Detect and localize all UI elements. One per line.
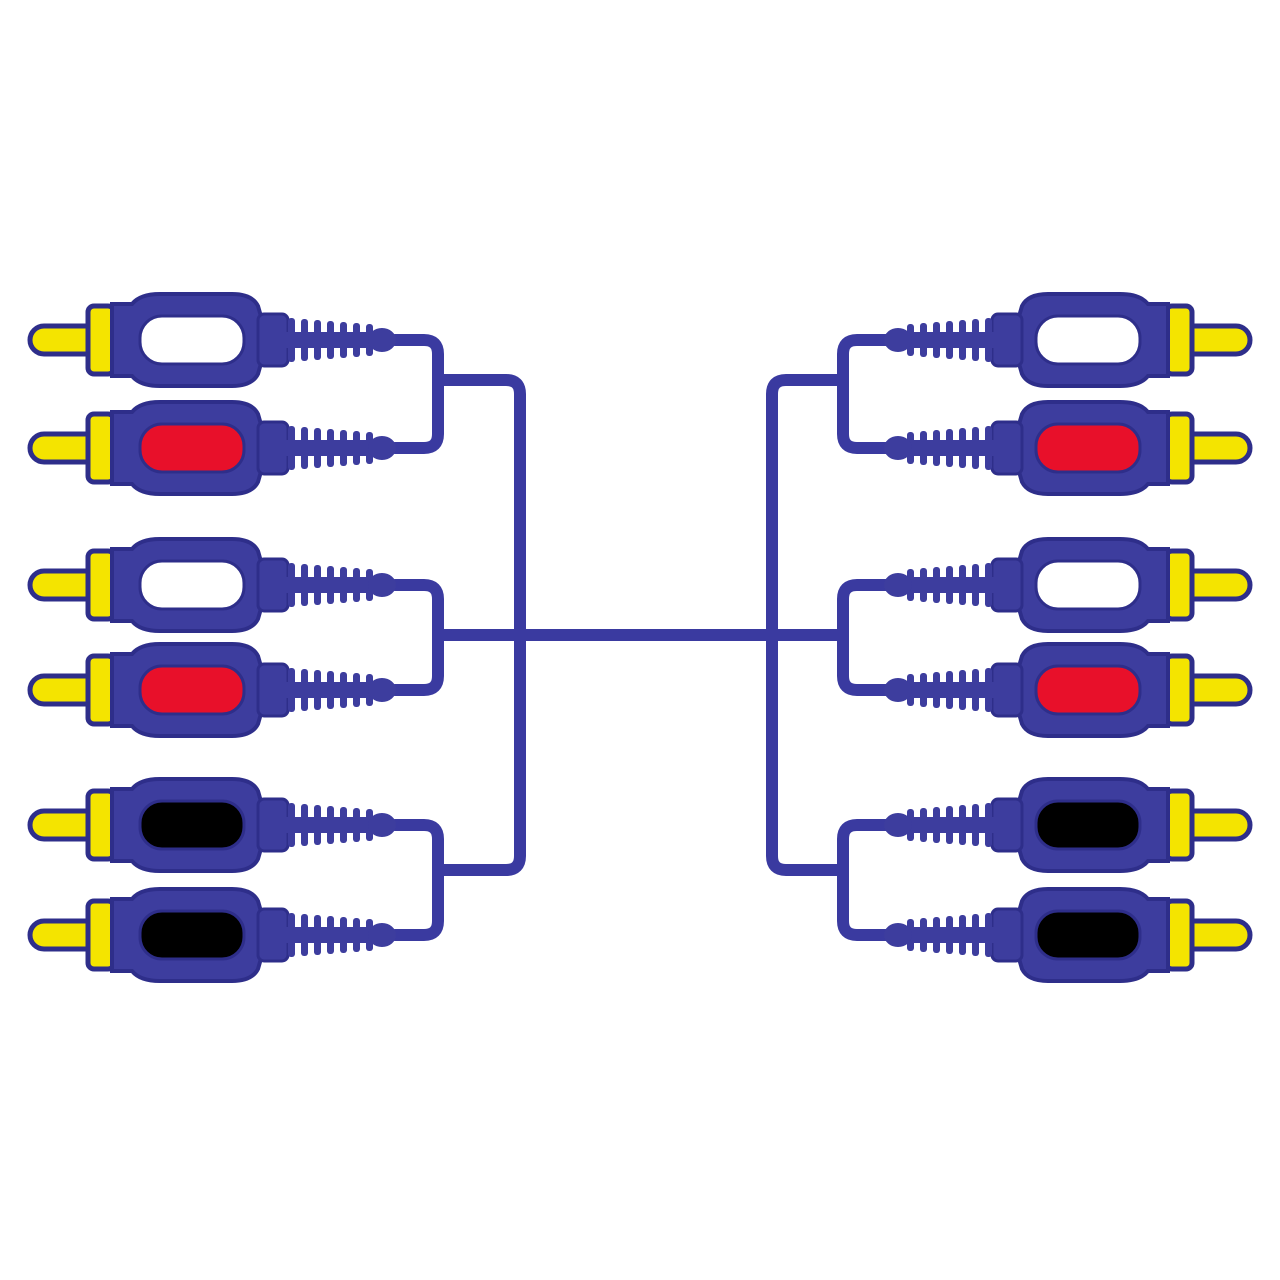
red-band-icon (1034, 422, 1142, 474)
strain-relief-base-icon (256, 907, 290, 963)
strain-relief-base-icon (256, 312, 290, 368)
strain-relief-core-icon (896, 577, 996, 593)
left-rca-plug (27, 777, 396, 873)
strain-relief-base-icon (990, 662, 1024, 718)
left-pair-cable (389, 334, 444, 454)
strain-relief-base-icon (990, 420, 1024, 476)
white-band-icon (1034, 559, 1142, 611)
strain-relief-tip-icon (368, 328, 396, 352)
strain-relief-core-icon (284, 332, 384, 348)
red-band-icon (138, 422, 246, 474)
strain-relief-core-icon (896, 682, 996, 698)
black-band-icon (138, 909, 246, 961)
white-band-icon (1034, 314, 1142, 366)
strain-relief-base-icon (990, 797, 1024, 853)
right-pair-cable (837, 579, 896, 696)
right-rca-plug (884, 292, 1253, 388)
left-rca-plug (27, 537, 396, 633)
strain-relief-tip-icon (884, 436, 912, 460)
strain-relief-tip-icon (368, 678, 396, 702)
strain-relief-tip-icon (368, 923, 396, 947)
strain-relief-tip-icon (368, 813, 396, 837)
black-band-icon (1034, 799, 1142, 851)
strain-relief-tip-icon (368, 436, 396, 460)
strain-relief-core-icon (896, 927, 996, 943)
white-band-icon (138, 559, 246, 611)
right-pair-cable (837, 819, 896, 941)
red-band-icon (138, 664, 246, 716)
black-band-icon (1034, 909, 1142, 961)
strain-relief-base-icon (256, 662, 290, 718)
right-rca-plug (884, 642, 1253, 738)
right-trunk-cable (766, 374, 849, 876)
left-rca-plug (27, 642, 396, 738)
left-rca-plug (27, 887, 396, 983)
strain-relief-core-icon (896, 817, 996, 833)
strain-relief-tip-icon (884, 678, 912, 702)
strain-relief-base-icon (256, 420, 290, 476)
strain-relief-core-icon (284, 682, 384, 698)
strain-relief-core-icon (284, 817, 384, 833)
left-rca-plug (27, 292, 396, 388)
right-pair-cable (837, 334, 896, 454)
strain-relief-core-icon (896, 332, 996, 348)
strain-relief-core-icon (284, 577, 384, 593)
strain-relief-base-icon (256, 797, 290, 853)
strain-relief-core-icon (284, 927, 384, 943)
right-rca-plug (884, 887, 1253, 983)
strain-relief-tip-icon (884, 923, 912, 947)
right-rca-plug (884, 400, 1253, 496)
right-rca-plug (884, 537, 1253, 633)
left-rca-plug (27, 400, 396, 496)
strain-relief-base-icon (256, 557, 290, 613)
strain-relief-core-icon (896, 440, 996, 456)
right-rca-plug (884, 777, 1253, 873)
left-pair-cable (389, 819, 444, 941)
white-band-icon (138, 314, 246, 366)
left-trunk-cable (432, 374, 526, 876)
cables (389, 334, 896, 941)
strain-relief-tip-icon (884, 573, 912, 597)
black-band-icon (138, 799, 246, 851)
strain-relief-base-icon (990, 907, 1024, 963)
strain-relief-core-icon (284, 440, 384, 456)
strain-relief-tip-icon (368, 573, 396, 597)
left-pair-cable (389, 579, 444, 696)
red-band-icon (1034, 664, 1142, 716)
strain-relief-tip-icon (884, 328, 912, 352)
strain-relief-base-icon (990, 312, 1024, 368)
strain-relief-tip-icon (884, 813, 912, 837)
strain-relief-base-icon (990, 557, 1024, 613)
